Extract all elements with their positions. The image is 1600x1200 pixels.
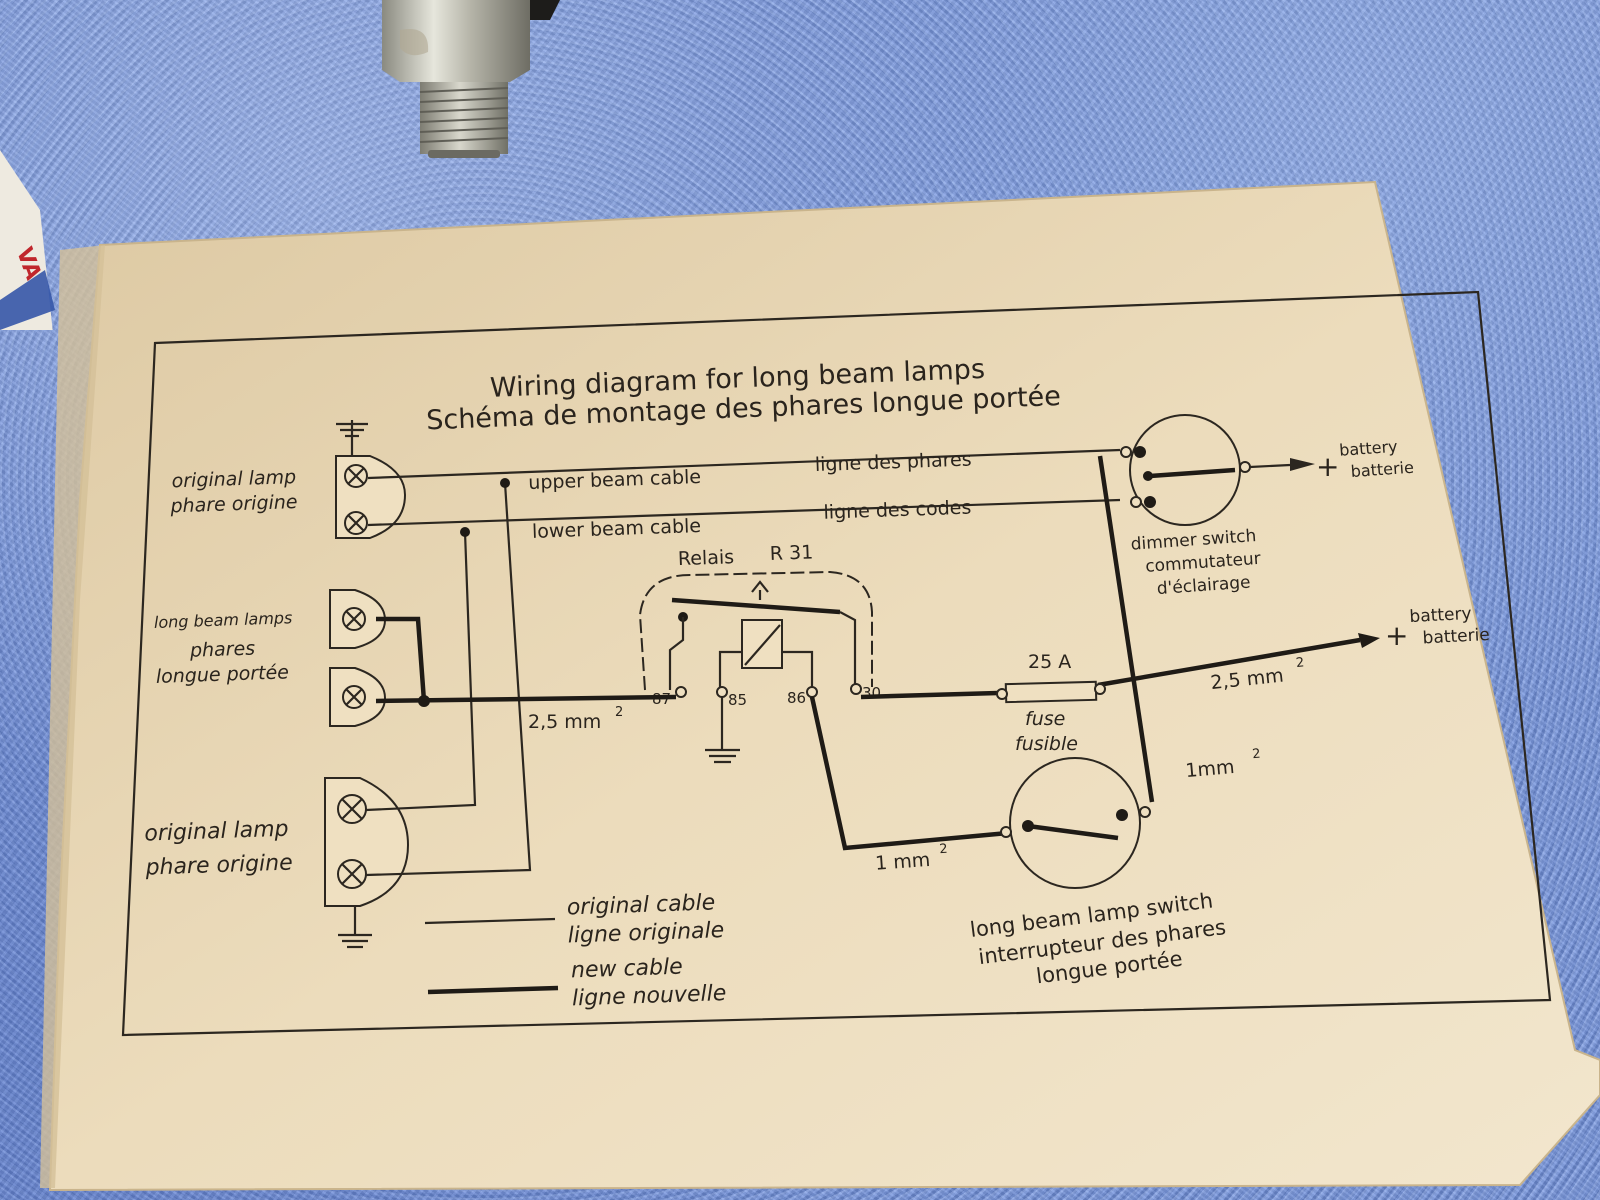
fuse-rating: 25 A	[1028, 651, 1071, 673]
long-beam-label-fr2: longue portée	[156, 661, 290, 688]
wire-size-left: 2,5 mm 2	[528, 705, 623, 733]
fuse-label-fr: fusible	[1015, 733, 1078, 755]
legend-original-en: original cable	[566, 890, 715, 920]
lamp-top-label-en: original lamp	[171, 466, 296, 492]
fuse	[996, 680, 1106, 704]
original-cables	[365, 448, 1121, 877]
long-beam-lamp-switch	[1000, 757, 1151, 889]
legend-new-en: new cable	[571, 955, 683, 984]
wire-size-1mm-right: 1mm 2	[1184, 747, 1262, 783]
svg-text:+: +	[1316, 450, 1339, 483]
new-cables: +	[375, 455, 1408, 851]
svg-text:1mm: 1mm	[1184, 756, 1235, 782]
wire-size-1mm-bottom: 1 mm 2	[874, 842, 948, 875]
fuse-label-en: fuse	[1025, 708, 1065, 730]
legend	[424, 917, 559, 995]
lamp-bottom-label-en: original lamp	[144, 817, 289, 847]
relay-r31	[638, 570, 873, 764]
dimmer-switch: +	[1120, 414, 1339, 526]
long-beam-lamps	[329, 589, 387, 727]
ligne-phares-label: ligne des phares	[815, 449, 972, 476]
terminal-30: 30	[862, 684, 881, 702]
lamp-bottom-label-fr: phare origine	[144, 850, 293, 880]
relay-name: Relais	[678, 546, 735, 570]
relay-model: R 31	[769, 541, 813, 565]
battery-top-en: battery	[1339, 437, 1399, 460]
svg-text:1 mm: 1 mm	[874, 849, 931, 875]
battery-mid-en: battery	[1409, 604, 1472, 627]
long-beam-label-fr1: phares	[189, 637, 256, 661]
lamp-top-label-fr: phare origine	[169, 491, 298, 517]
battery-top-fr: batterie	[1350, 458, 1414, 481]
battery-mid-fr: batterie	[1422, 625, 1490, 648]
legend-original-fr: ligne originale	[567, 918, 724, 948]
terminal-86: 86	[787, 689, 806, 707]
svg-text:+: +	[1385, 619, 1408, 652]
paper	[48, 180, 1600, 1192]
ligne-codes-label: ligne des codes	[823, 497, 971, 524]
diagram-frame	[121, 290, 1552, 1037]
svg-text:2,5 mm: 2,5 mm	[528, 711, 601, 733]
svg-text:2: 2	[1295, 655, 1305, 671]
svg-text:2: 2	[1252, 747, 1262, 763]
legend-new-fr: ligne nouvelle	[572, 981, 727, 1011]
long-beam-label-en: long beam lamps	[154, 608, 293, 632]
metal-bolt	[382, 0, 560, 158]
terminal-85: 85	[728, 691, 747, 709]
bulb-box: VA	[0, 150, 55, 330]
svg-text:2: 2	[939, 842, 948, 858]
svg-text:2: 2	[615, 705, 623, 720]
